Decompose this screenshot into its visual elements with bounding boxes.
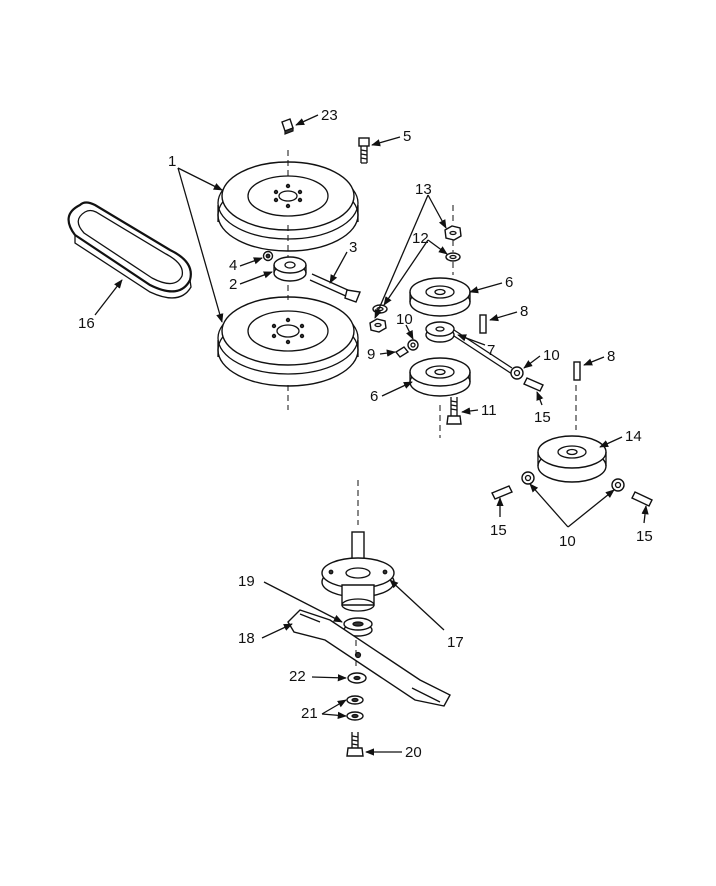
right-nut-left <box>521 471 535 485</box>
lower-spindle-pulley <box>217 296 359 387</box>
right-nut-right <box>611 478 625 492</box>
callout-15-left: 15 <box>490 522 507 539</box>
callout-1: 1 <box>168 153 176 170</box>
callout-3: 3 <box>349 239 357 256</box>
callout-8-upper: 8 <box>520 303 528 320</box>
lock-washer-upper <box>346 695 364 705</box>
lock-washer-lower <box>346 711 364 721</box>
right-spacer-right <box>631 491 653 507</box>
idler-pulley-upper <box>409 277 471 317</box>
callout-13: 13 <box>415 181 432 198</box>
callout-15-middle: 15 <box>534 409 551 426</box>
callout-20: 20 <box>405 744 422 761</box>
callout-11: 11 <box>481 402 497 419</box>
callout-22: 22 <box>289 668 306 685</box>
spindle-spacer <box>343 617 373 637</box>
callout-4: 4 <box>229 257 237 274</box>
leader-lines <box>94 114 649 756</box>
callout-2: 2 <box>229 276 237 293</box>
set-screw <box>262 250 274 262</box>
callout-12: 12 <box>412 230 429 247</box>
mower-blade <box>287 609 451 707</box>
right-pulley-assembly <box>537 435 607 483</box>
callout-10-right: 10 <box>543 347 560 364</box>
key <box>281 118 294 135</box>
callout-8-right: 8 <box>607 348 615 365</box>
nut <box>407 339 419 351</box>
roll-pin <box>479 314 487 334</box>
callout-10-left: 10 <box>396 311 413 328</box>
callout-6-lower: 6 <box>370 388 378 405</box>
callout-labels: 1 23 5 3 4 2 16 13 12 6 8 10 7 9 10 6 11… <box>78 107 653 761</box>
spacer-pin <box>523 377 544 392</box>
callout-16: 16 <box>78 315 95 332</box>
bolt <box>358 137 370 164</box>
upper-spindle-pulley <box>217 161 359 252</box>
shoulder-bolt <box>309 273 361 303</box>
pin <box>394 346 410 358</box>
callout-19: 19 <box>238 573 255 590</box>
hub-collar <box>273 256 307 282</box>
right-spacer-left <box>491 485 513 500</box>
blade-washer <box>347 672 367 684</box>
idler-bolt <box>446 397 462 425</box>
callout-14: 14 <box>625 428 642 445</box>
callout-18: 18 <box>238 630 255 647</box>
callout-21: 21 <box>301 705 318 722</box>
spindle-housing <box>321 480 395 612</box>
drive-belt <box>67 201 192 299</box>
idler-nut-upper <box>444 225 462 262</box>
callout-15-right: 15 <box>636 528 653 545</box>
callout-17: 17 <box>447 634 464 651</box>
nut-arm-end <box>510 366 524 380</box>
right-roll-pin <box>573 361 581 381</box>
callout-23: 23 <box>321 107 338 124</box>
blade-bolt <box>346 732 364 757</box>
callout-6-upper: 6 <box>505 274 513 291</box>
callout-5: 5 <box>403 128 411 145</box>
callout-10-bottom: 10 <box>559 533 576 550</box>
idler-pulley-lower <box>409 357 471 397</box>
callout-7: 7 <box>487 342 495 359</box>
callout-9: 9 <box>367 346 375 363</box>
